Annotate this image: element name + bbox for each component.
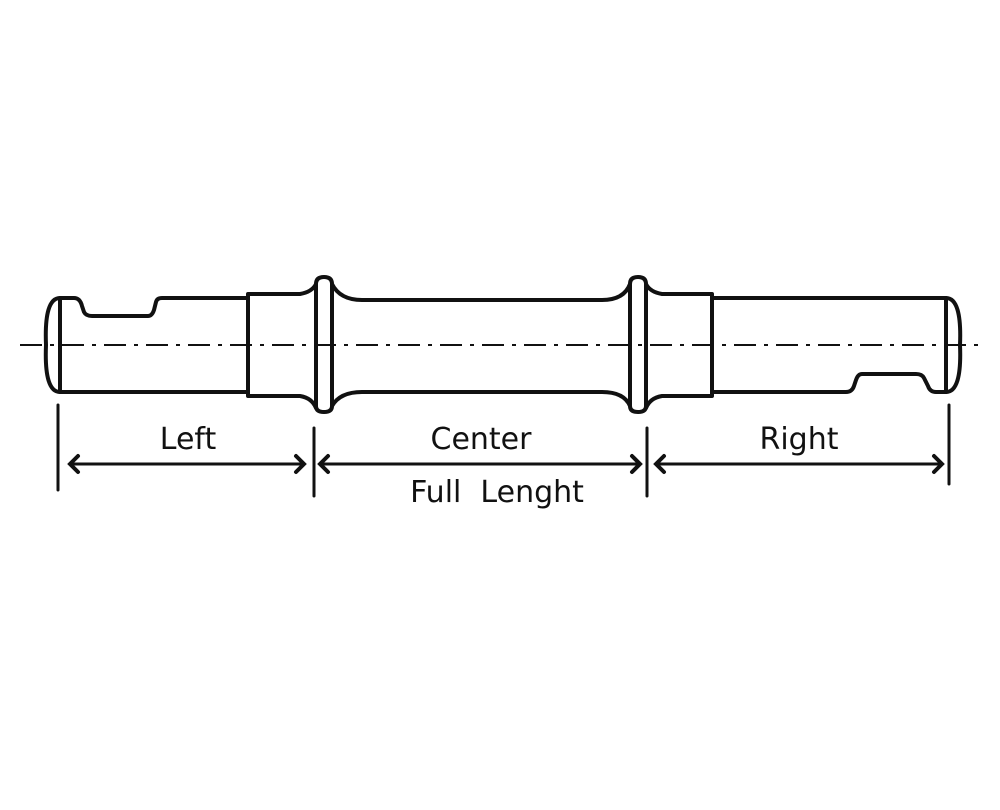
arrowhead-right-start bbox=[653, 454, 666, 474]
arrowhead-center-start bbox=[317, 454, 330, 474]
dimension-right bbox=[653, 454, 945, 474]
arrowhead-left-end bbox=[294, 454, 307, 474]
label-right: Right bbox=[760, 422, 839, 457]
arrowhead-right-end bbox=[932, 454, 945, 474]
label-center: Center bbox=[431, 422, 533, 457]
label-full-length: Full Lenght bbox=[410, 475, 584, 510]
label-left: Left bbox=[160, 422, 217, 457]
spindle-shaft bbox=[43, 275, 963, 414]
extension-lines bbox=[56, 403, 951, 498]
dimension-left bbox=[67, 454, 307, 474]
arrowhead-left-start bbox=[67, 454, 80, 474]
dimension-center bbox=[317, 454, 643, 474]
right-bearing-section bbox=[644, 282, 714, 410]
arrowhead-center-end bbox=[630, 454, 643, 474]
